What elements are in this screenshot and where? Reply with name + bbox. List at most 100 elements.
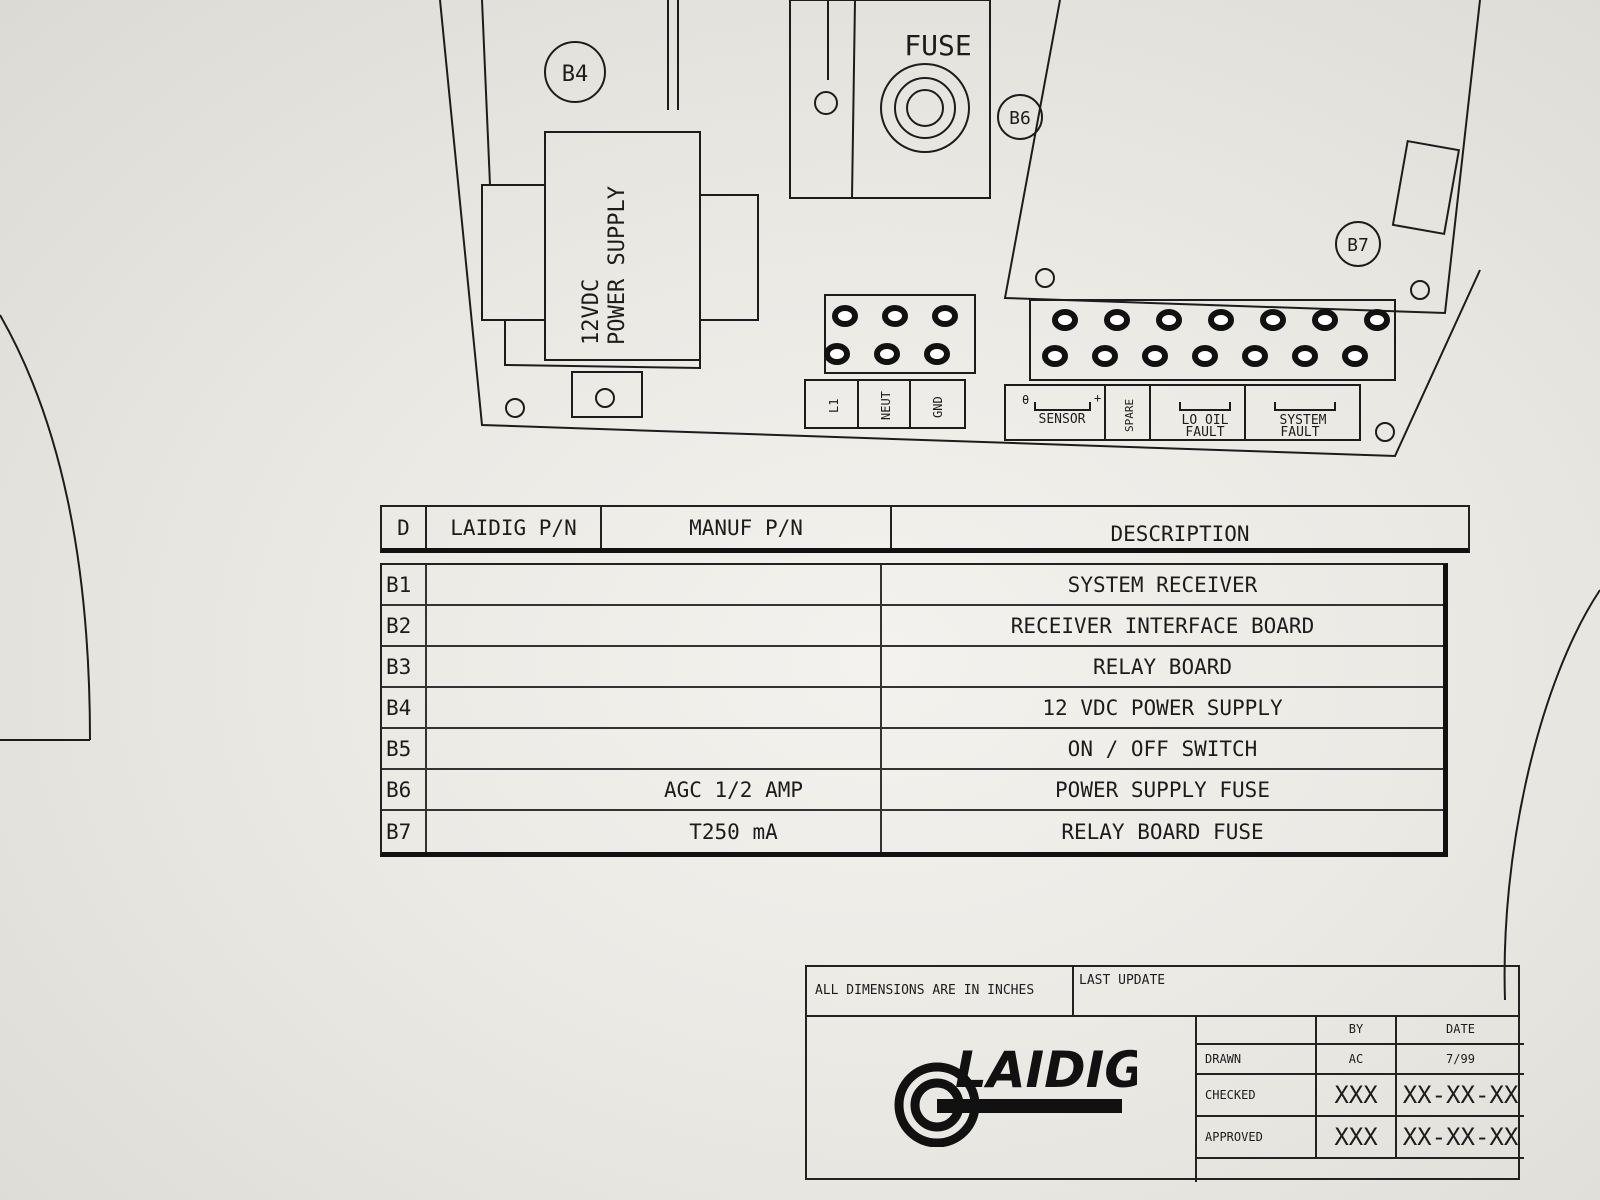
signoff-by: XXX: [1317, 1117, 1397, 1157]
power-supply-label-2: POWER SUPPLY: [605, 186, 630, 345]
terminal-screw-icon: [932, 305, 958, 327]
cell-description: RECEIVER INTERFACE BOARD: [1010, 613, 1315, 638]
terminal-screw-icon: [1052, 309, 1078, 331]
terminal-neut: NEUT: [879, 391, 893, 420]
cell-d: B7: [382, 811, 427, 852]
enclosure-outline: [439, 0, 1481, 458]
terminal-screw-icon: [882, 305, 908, 327]
terminal-screw-icon: [824, 343, 850, 365]
terminal-screw-icon: [1364, 309, 1390, 331]
terminal-screw-icon: [874, 343, 900, 365]
callout-b7-label: B7: [1347, 235, 1369, 256]
title-block: ALL DIMENSIONS ARE IN INCHES LAST UPDATE…: [805, 965, 1524, 1182]
signoff-label: CHECKED: [1197, 1075, 1317, 1115]
terminal-system: SYSTEM: [1280, 413, 1327, 428]
header-laidig-pn: LAIDIG P/N: [427, 507, 602, 548]
cell-d: B3: [382, 647, 427, 686]
signoff-by: AC: [1317, 1045, 1397, 1073]
table-row: B2 RECEIVER INTERFACE BOARD: [382, 606, 1443, 647]
fuse-icon: [880, 63, 970, 153]
sensor-minus-label: θ: [1022, 393, 1029, 407]
cell-manuf-pn: T250 mA: [427, 811, 882, 852]
by-header: BY: [1317, 1015, 1397, 1043]
power-terminal-block: [824, 294, 976, 374]
fuse-label: FUSE: [904, 29, 971, 62]
terminal-screw-icon: [1342, 345, 1368, 367]
left-arc-outline: [0, 314, 91, 741]
terminal-screw-icon: [1156, 309, 1182, 331]
cell-manuf-pn: [427, 565, 882, 604]
signoff-row: APPROVED XXX XX-XX-XX: [1197, 1117, 1524, 1159]
mount-screw-icon: [595, 388, 615, 408]
signoff-date: XX-XX-XX: [1402, 1081, 1519, 1109]
terminal-system-fault: FAULT: [1280, 425, 1319, 440]
cell-description: 12 VDC POWER SUPPLY: [1042, 695, 1283, 720]
parts-table-header: D LAIDIG P/N MANUF P/N DESCRIPTION: [380, 505, 1470, 553]
dimensions-note: ALL DIMENSIONS ARE IN INCHES: [815, 983, 1035, 998]
cell-d: B5: [382, 729, 427, 768]
terminal-screw-icon: [1242, 345, 1268, 367]
cell-d: B4: [382, 688, 427, 727]
header-d: D: [382, 507, 427, 548]
relay-board-outline: [1003, 0, 1481, 315]
table-row: B4 12 VDC POWER SUPPLY: [382, 688, 1443, 729]
cell-d: B1: [382, 565, 427, 604]
laidig-logo: LAIDIG: [894, 1041, 1137, 1147]
table-row: B5 ON / OFF SWITCH: [382, 729, 1443, 770]
terminal-gnd: GND: [931, 396, 945, 418]
terminal-screw-icon: [832, 305, 858, 327]
terminal-screw-icon: [1142, 345, 1168, 367]
cell-description: SYSTEM RECEIVER: [1067, 572, 1258, 597]
signoff-label: APPROVED: [1197, 1117, 1317, 1157]
header-description: DESCRIPTION: [1110, 522, 1250, 546]
fuse-holder: [789, 0, 991, 199]
callout-b6-label: B6: [1009, 108, 1031, 129]
callout-b6: [997, 94, 1043, 140]
power-supply-label-1: 12VDC: [579, 279, 604, 345]
terminal-l1: L1: [827, 399, 841, 413]
cell-d: B6: [382, 770, 427, 809]
last-update-label: LAST UPDATE: [1079, 973, 1166, 988]
cell-d: B2: [382, 606, 427, 645]
cell-manuf-pn: [427, 647, 882, 686]
terminal-screw-icon: [1104, 309, 1130, 331]
signoff-by: XXX: [1317, 1075, 1397, 1115]
terminal-lo-oil: LO OIL: [1182, 413, 1229, 428]
terminal-screw-icon: [1260, 309, 1286, 331]
cell-manuf-pn: AGC 1/2 AMP: [427, 770, 882, 809]
terminal-screw-icon: [924, 343, 950, 365]
callout-b7: [1335, 221, 1381, 267]
cell-description: RELAY BOARD FUSE: [1061, 819, 1264, 844]
callout-b4-label: B4: [562, 62, 589, 87]
signoff-date: 7/99: [1446, 1052, 1475, 1066]
cell-description: ON / OFF SWITCH: [1067, 736, 1258, 761]
terminal-screw-icon: [1092, 345, 1118, 367]
terminal-sensor: SENSOR: [1039, 412, 1086, 427]
sensor-plus-label: +: [1094, 391, 1101, 405]
cell-manuf-pn: [427, 606, 882, 645]
cell-description: POWER SUPPLY FUSE: [1055, 777, 1270, 802]
terminal-screw-icon: [1208, 309, 1234, 331]
logo-text: LAIDIG: [955, 1041, 1137, 1099]
header-manuf-pn: MANUF P/N: [602, 507, 892, 548]
table-row: B7 T250 mA RELAY BOARD FUSE: [382, 811, 1443, 852]
relay-fuse: [1391, 139, 1461, 236]
power-supply-mount: [571, 371, 643, 418]
cell-manuf-pn: [427, 688, 882, 727]
table-row: B1 SYSTEM RECEIVER: [382, 565, 1443, 606]
signoff-row: CHECKED XXX XX-XX-XX: [1197, 1075, 1524, 1117]
terminal-screw-icon: [1292, 345, 1318, 367]
signoff-label: DRAWN: [1197, 1045, 1317, 1073]
cell-description: RELAY BOARD: [1092, 654, 1233, 679]
terminal-spare: SPARE: [1123, 399, 1136, 432]
terminal-screw-icon: [1312, 309, 1338, 331]
terminal-lo-oil-fault: FAULT: [1185, 425, 1224, 440]
terminal-screw-icon: [1042, 345, 1068, 367]
cell-manuf-pn: [427, 729, 882, 768]
right-arc-outline: [1503, 589, 1600, 1001]
terminal-screw-icon: [1192, 345, 1218, 367]
callout-b4: [544, 41, 606, 103]
